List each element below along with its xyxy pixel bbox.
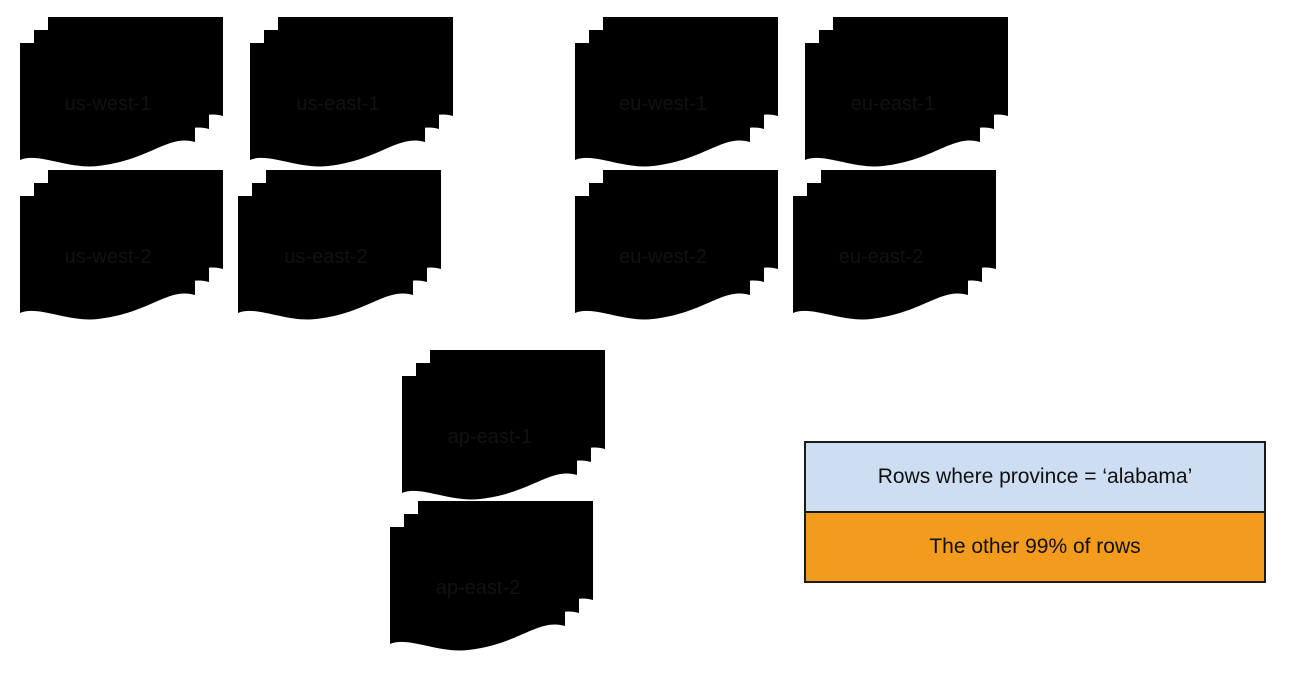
region-label: eu-west-1 bbox=[619, 93, 707, 115]
region-stack-ap-east-1: ap-east-1 bbox=[401, 349, 607, 507]
region-label: us-west-2 bbox=[64, 246, 152, 268]
region-stack-eu-east-1: eu-east-1 bbox=[804, 16, 1010, 174]
legend-item-label: The other 99% of rows bbox=[929, 535, 1141, 558]
region-stack-eu-west-2: eu-west-2 bbox=[574, 169, 780, 327]
legend-item-label: Rows where province = ‘alabama’ bbox=[877, 465, 1193, 488]
region-label: eu-east-1 bbox=[850, 93, 936, 115]
region-stack-us-east-2: us-east-2 bbox=[237, 169, 443, 327]
legend: Rows where province = ‘alabama’ The othe… bbox=[804, 441, 1266, 583]
region-label: ap-east-2 bbox=[435, 577, 521, 599]
region-label: eu-east-2 bbox=[838, 246, 924, 268]
region-stack-ap-east-2: ap-east-2 bbox=[389, 500, 595, 658]
region-label: us-east-2 bbox=[284, 246, 368, 268]
region-stack-eu-east-2: eu-east-2 bbox=[792, 169, 998, 327]
region-label: ap-east-1 bbox=[447, 426, 533, 448]
region-stack-us-east-1: us-east-1 bbox=[249, 16, 455, 174]
region-stack-us-west-1: us-west-1 bbox=[19, 16, 225, 174]
region-label: us-west-1 bbox=[64, 93, 152, 115]
region-label: eu-west-2 bbox=[619, 246, 707, 268]
legend-item-other-rows: The other 99% of rows bbox=[806, 511, 1264, 581]
region-stack-eu-west-1: eu-west-1 bbox=[574, 16, 780, 174]
region-label: us-east-1 bbox=[296, 93, 380, 115]
region-stack-us-west-2: us-west-2 bbox=[19, 169, 225, 327]
legend-item-alabama-rows: Rows where province = ‘alabama’ bbox=[806, 443, 1264, 511]
